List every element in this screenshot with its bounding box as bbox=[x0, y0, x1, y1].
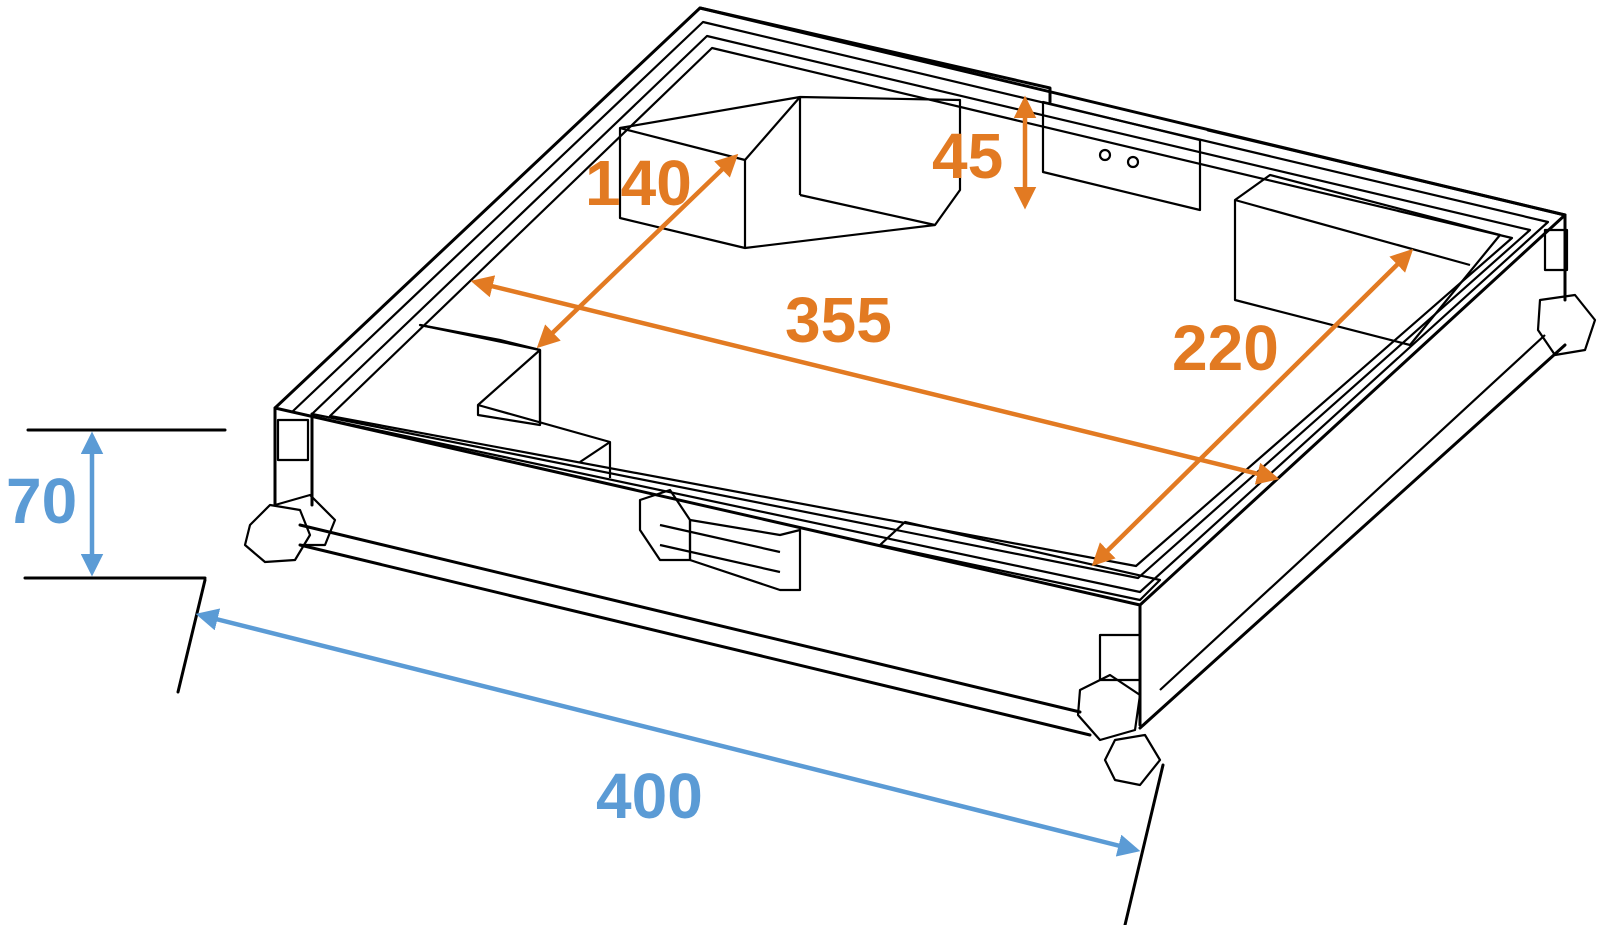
corner-hardware bbox=[243, 228, 1597, 787]
label-70: 70 bbox=[6, 465, 77, 537]
label-355: 355 bbox=[785, 284, 892, 356]
label-220: 220 bbox=[1172, 312, 1279, 384]
case-outline bbox=[243, 6, 1597, 787]
dimension-arrow-140 bbox=[536, 153, 739, 349]
outer-dimensions: 70 400 bbox=[6, 428, 1165, 925]
label-400: 400 bbox=[596, 760, 703, 832]
label-45: 45 bbox=[932, 120, 1003, 192]
handle bbox=[638, 488, 802, 592]
inner-dimensions: 355 220 140 45 bbox=[470, 95, 1414, 567]
dimension-arrow-400 bbox=[195, 608, 1141, 857]
dimension-arrow-220 bbox=[1091, 248, 1414, 567]
label-140: 140 bbox=[585, 147, 692, 219]
